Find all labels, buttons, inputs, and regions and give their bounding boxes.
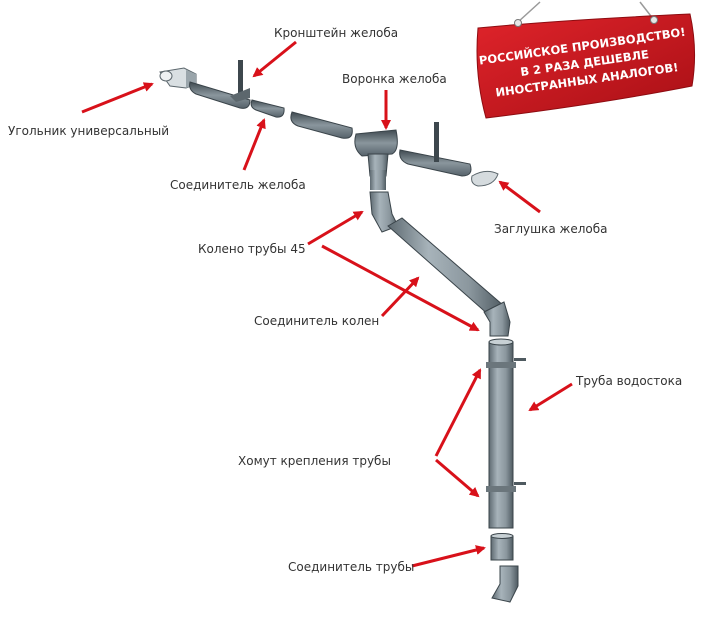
gutter-connector-icon: [250, 99, 285, 118]
label-bracket: Кронштейн желоба: [274, 26, 399, 40]
gutter-corner-icon: [159, 67, 197, 89]
pipe-clamp-icon: [486, 358, 526, 492]
promo-banner: [476, 1, 696, 119]
gutter-section-icon: [290, 111, 353, 139]
downpipe-icon: [488, 338, 514, 529]
pipe-outlet-icon: [491, 565, 519, 603]
label-pipe-clamp: Хомут крепления трубы: [238, 454, 391, 468]
gutter-end-cap-icon: [471, 170, 499, 187]
label-downpipe: Труба водостока: [576, 374, 683, 388]
label-gutter-connector: Соединитель желоба: [170, 178, 306, 192]
label-pipe-connector: Соединитель трубы: [288, 560, 415, 574]
label-end-cap: Заглушка желоба: [494, 222, 608, 236]
label-elbow: Колено трубы 45: [198, 242, 306, 256]
gutter-section-icon: [189, 60, 251, 109]
label-elbow-connector: Соединитель колен: [254, 314, 380, 328]
label-corner: Угольник универсальный: [8, 124, 170, 138]
gutter-section-icon: [399, 122, 472, 177]
pipe-connector-icon: [490, 533, 514, 561]
pointer-arrows: [81, 40, 573, 568]
pipe-elbow-icon: [483, 301, 511, 337]
gutter-funnel-icon: [354, 129, 398, 190]
label-funnel: Воронка желоба: [342, 72, 447, 86]
